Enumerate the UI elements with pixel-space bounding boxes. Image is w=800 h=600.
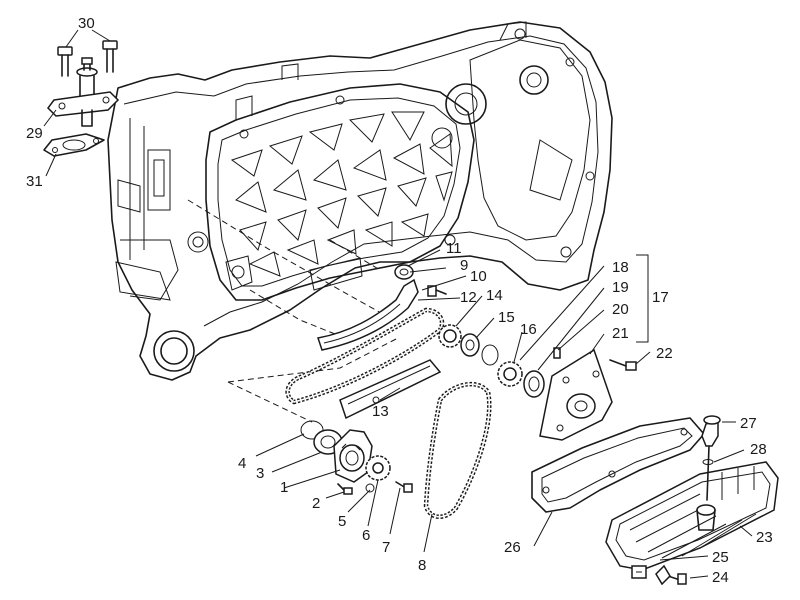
pump-sprocket-6 xyxy=(365,455,391,481)
bolt-30a xyxy=(57,46,73,77)
sprocket-14 xyxy=(438,324,462,348)
chain-guide-lower-13 xyxy=(339,359,442,420)
drive-chain xyxy=(285,307,445,405)
callout-23: 23 xyxy=(756,529,773,546)
sprocket-16 xyxy=(497,361,523,387)
callout-28: 28 xyxy=(750,441,767,458)
callout-27: 27 xyxy=(740,415,757,432)
callout-17: 17 xyxy=(652,289,669,306)
callout-4: 4 xyxy=(238,455,246,472)
oring-drive xyxy=(481,344,499,366)
callout-labels: 30 29 31 11 9 10 12 14 15 16 18 19 17 20… xyxy=(26,15,773,586)
bracket-25 xyxy=(655,564,671,586)
bolt-22 xyxy=(609,359,637,371)
callout-31: 31 xyxy=(26,173,43,190)
callout-10: 10 xyxy=(470,268,487,285)
callout-22: 22 xyxy=(656,345,673,362)
bolt-10 xyxy=(427,285,447,297)
callout-30: 30 xyxy=(78,15,95,32)
bolt-30b xyxy=(102,40,118,73)
callout-15: 15 xyxy=(498,309,515,326)
chain-guide-upper xyxy=(317,278,419,351)
callout-3: 3 xyxy=(256,465,264,482)
crankcase xyxy=(107,21,613,381)
drain-bolt-24 xyxy=(667,573,687,585)
leader-lines xyxy=(43,29,753,579)
chain-tensioner-assembly xyxy=(43,40,120,157)
callout-7: 7 xyxy=(382,539,390,556)
callout-14: 14 xyxy=(486,287,503,304)
spacer-15 xyxy=(460,333,480,357)
callout-13: 13 xyxy=(372,403,389,420)
bushing-11 xyxy=(394,264,414,280)
callout-8: 8 xyxy=(418,557,426,574)
oil-pump-1 xyxy=(333,429,373,483)
dipstick-27 xyxy=(701,415,721,501)
callout-9: 9 xyxy=(460,257,468,274)
oring-28 xyxy=(702,459,714,465)
callout-25: 25 xyxy=(712,549,729,566)
pin-20 xyxy=(553,347,561,359)
callout-16: 16 xyxy=(520,321,537,338)
bolt-2 xyxy=(337,483,353,495)
callout-1: 1 xyxy=(280,479,288,496)
alignment-guides xyxy=(187,199,399,423)
callout-29: 29 xyxy=(26,125,43,142)
gasket-26 xyxy=(531,417,705,513)
oil-sump-23 xyxy=(605,461,779,579)
callout-21: 21 xyxy=(612,325,629,342)
callout-12: 12 xyxy=(460,289,477,306)
callout-18: 18 xyxy=(612,259,629,276)
bearing-19 xyxy=(523,370,545,398)
callout-20: 20 xyxy=(612,301,629,318)
washer-5 xyxy=(365,483,375,493)
callout-26: 26 xyxy=(504,539,521,556)
callout-5: 5 xyxy=(338,513,346,530)
callout-11: 11 xyxy=(446,240,462,257)
bolt-7 xyxy=(395,481,413,493)
pump-cover-17 xyxy=(539,348,613,441)
callout-19: 19 xyxy=(612,279,629,296)
callout-6: 6 xyxy=(362,527,370,544)
callout-24: 24 xyxy=(712,569,729,586)
callout-2: 2 xyxy=(312,495,320,512)
oil-pump-chain xyxy=(423,381,492,519)
